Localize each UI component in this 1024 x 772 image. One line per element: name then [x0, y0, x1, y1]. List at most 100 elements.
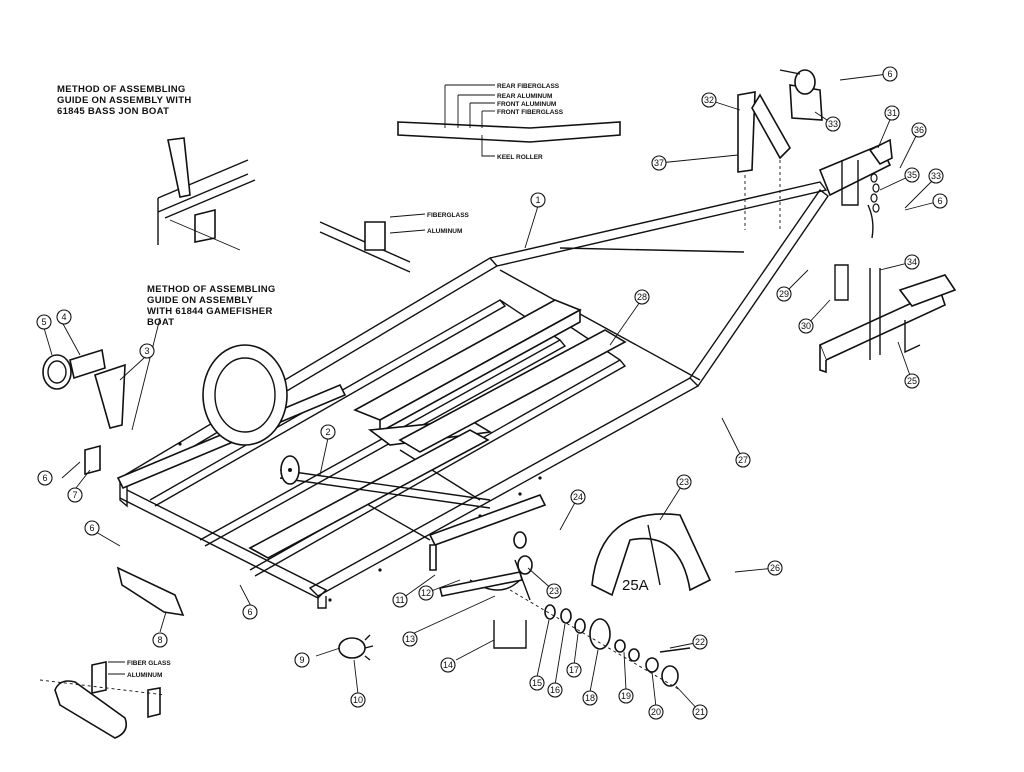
keel-label-front-aluminum: FRONT ALUMINUM — [497, 101, 556, 108]
keel-label-rear-aluminum: REAR ALUMINUM — [497, 93, 552, 100]
svg-text:33: 33 — [931, 171, 941, 181]
svg-text:18: 18 — [585, 693, 595, 703]
spring-hanger — [428, 494, 547, 649]
callout-21: 21 — [692, 704, 708, 720]
bracket-aluminum-label: ALUMINUM — [427, 228, 462, 235]
svg-text:13: 13 — [405, 634, 415, 644]
callout-2: 2 — [320, 424, 336, 440]
callout-6a: 6 — [37, 470, 53, 486]
svg-text:12: 12 — [421, 588, 431, 598]
fender: 25A — [591, 513, 712, 597]
svg-text:35: 35 — [907, 170, 917, 180]
callout-9: 9 — [294, 652, 310, 668]
coupler-assembly — [818, 138, 893, 239]
svg-text:10: 10 — [353, 695, 363, 705]
svg-text:31: 31 — [887, 108, 897, 118]
bunk-aluminum-label: ALUMINUM — [127, 672, 162, 679]
svg-text:6: 6 — [937, 196, 942, 206]
svg-text:4: 4 — [61, 312, 66, 322]
callout-23a: 23 — [546, 583, 562, 599]
svg-text:23: 23 — [549, 586, 559, 596]
callout-10: 10 — [350, 692, 366, 708]
keel-bracket-inset: FIBERGLASS ALUMINUM — [319, 212, 470, 273]
callout-34: 35 — [904, 167, 920, 183]
svg-text:24: 24 — [573, 492, 583, 502]
keel-label-rear-fiberglass: REAR FIBERGLASS — [497, 83, 560, 90]
callout-25: 25 — [904, 373, 920, 389]
svg-text:8: 8 — [157, 635, 162, 645]
svg-text:26: 26 — [770, 563, 780, 573]
svg-text:29: 29 — [779, 289, 789, 299]
note-gamefisher: METHOD OF ASSEMBLING GUIDE ON ASSEMBLY W… — [147, 284, 276, 328]
bunk-bracket-inset: FIBER GLASS ALUMINUM — [39, 660, 171, 739]
svg-text:11: 11 — [395, 595, 404, 605]
svg-text:17: 17 — [569, 665, 579, 675]
callout-22: 22 — [692, 634, 708, 650]
svg-text:20: 20 — [651, 707, 661, 717]
svg-text:9: 9 — [299, 655, 304, 665]
keel-label-keel-roller: KEEL ROLLER — [497, 154, 543, 161]
callout-3: 3 — [139, 343, 155, 359]
callout-4: 4 — [56, 309, 72, 325]
bunk-fiberglass-label: FIBER GLASS — [127, 660, 171, 667]
callout-30: 30 — [798, 318, 814, 334]
svg-text:19: 19 — [621, 691, 631, 701]
callout-26: 26 — [767, 560, 783, 576]
bracket-fiberglass-label: FIBERGLASS — [427, 212, 470, 219]
svg-text:5: 5 — [41, 317, 46, 327]
keel-roller-inset: REAR FIBERGLASS REAR ALUMINUM FRONT ALUM… — [397, 83, 621, 161]
svg-text:21: 21 — [695, 707, 705, 717]
svg-text:METHOD OF ASSEMBLING: METHOD OF ASSEMBLING — [147, 284, 276, 295]
svg-text:1: 1 — [535, 195, 540, 205]
part-callouts: 1 2 3 4 5 6 6 6 6 6 7 8 9 10 11 12 13 14… — [36, 66, 948, 720]
callout-23b: 23 — [676, 474, 692, 490]
svg-text:7: 7 — [72, 490, 77, 500]
winch-post — [737, 69, 823, 230]
callout-15: 15 — [529, 675, 545, 691]
callout-33b: 33 — [928, 168, 944, 184]
light-bracket-assembly — [42, 348, 374, 661]
callout-35: 36 — [911, 122, 927, 138]
fender-label: 25A — [622, 577, 649, 594]
callout-6e: 6 — [932, 193, 948, 209]
svg-text:6: 6 — [247, 607, 252, 617]
svg-text:GUIDE ON ASSEMBLY: GUIDE ON ASSEMBLY — [147, 295, 254, 306]
svg-text:WITH 61844 GAMEFISHER: WITH 61844 GAMEFISHER — [147, 306, 273, 317]
callout-11: 11 — [392, 592, 408, 608]
svg-text:2: 2 — [325, 427, 330, 437]
svg-text:33: 33 — [828, 119, 838, 129]
hub-parts — [509, 589, 691, 691]
callout-1: 1 — [530, 192, 546, 208]
callout-8: 8 — [152, 632, 168, 648]
callout-19: 19 — [618, 688, 634, 704]
svg-text:28: 28 — [637, 292, 647, 302]
svg-text:16: 16 — [550, 685, 560, 695]
axle-assembly — [202, 344, 491, 509]
svg-text:BOAT: BOAT — [147, 317, 174, 328]
svg-text:23: 23 — [679, 477, 689, 487]
callout-14: 14 — [440, 657, 456, 673]
svg-text:36: 36 — [914, 125, 924, 135]
svg-text:6: 6 — [887, 69, 892, 79]
svg-text:32: 32 — [704, 95, 714, 105]
callout-28: 28 — [634, 289, 650, 305]
tongue-jack-subassembly — [818, 264, 957, 374]
callout-33a: 33 — [825, 116, 841, 132]
svg-text:22: 22 — [695, 637, 705, 647]
svg-text:6: 6 — [89, 523, 94, 533]
trailer-frame — [116, 181, 829, 609]
svg-text:14: 14 — [443, 660, 453, 670]
svg-text:3: 3 — [144, 346, 149, 356]
callout-32: 32 — [701, 92, 717, 108]
callout-13: 13 — [402, 631, 418, 647]
callout-27: 27 — [735, 452, 751, 468]
svg-text:25: 25 — [907, 376, 917, 386]
callout-16: 16 — [547, 682, 563, 698]
svg-text:34: 34 — [907, 257, 917, 267]
svg-text:METHOD OF ASSEMBLING: METHOD OF ASSEMBLING — [57, 84, 186, 95]
callout-33c: 34 — [904, 254, 920, 270]
svg-text:GUIDE ON ASSEMBLY WITH: GUIDE ON ASSEMBLY WITH — [57, 95, 192, 106]
callout-31: 31 — [884, 105, 900, 121]
callout-18: 18 — [582, 690, 598, 706]
